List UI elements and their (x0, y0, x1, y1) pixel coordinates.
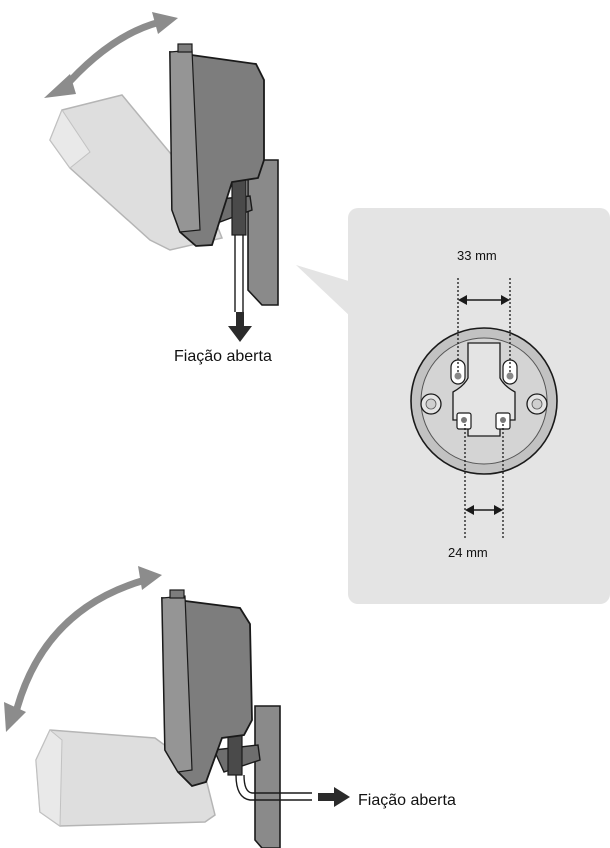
wiring-label-top: Fiação aberta (174, 348, 272, 365)
wiring-label-bottom: Fiação aberta (358, 792, 456, 809)
dimension-33mm (457, 278, 511, 372)
right-arrow-icon (318, 787, 350, 807)
cable-top (234, 235, 244, 312)
down-arrow-icon (228, 312, 252, 342)
cable-bottom (235, 774, 312, 801)
camera-bottom (161, 589, 253, 788)
screw-tab-right (495, 412, 511, 430)
callout-pointer (296, 265, 352, 318)
screw-tab-left (456, 412, 472, 430)
dimension-24mm (464, 424, 504, 538)
mounting-plate (410, 327, 558, 475)
side-hole-right (526, 393, 548, 415)
rotate-arrow-icon (4, 566, 162, 732)
dimension-label-24mm: 24 mm (448, 545, 488, 560)
rotate-arrow-icon (44, 12, 178, 98)
camera-top (169, 43, 265, 247)
dimension-label-33mm: 33 mm (457, 248, 497, 263)
side-hole-left (420, 393, 442, 415)
